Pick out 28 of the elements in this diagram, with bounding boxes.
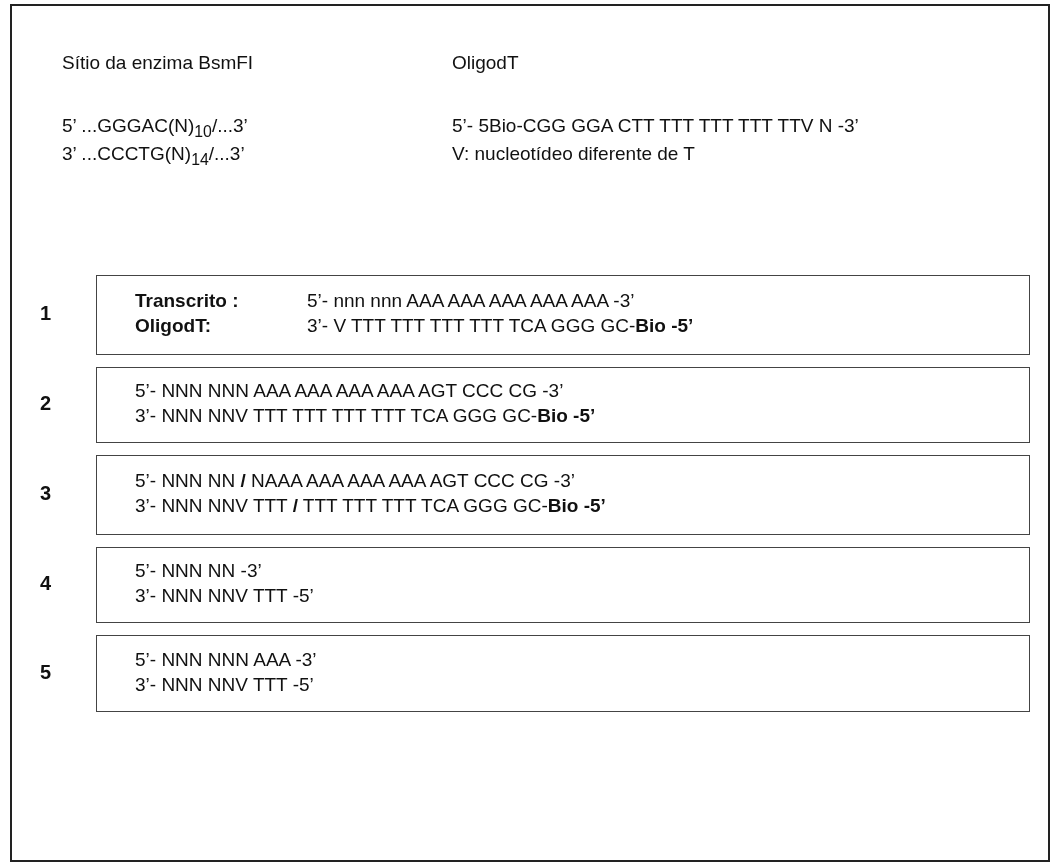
step-box [96, 367, 1030, 443]
sequence-text: 5’- nnn nnn AAA AAA AAA AAA AAA -3’ [307, 290, 635, 312]
step-box [96, 275, 1030, 355]
step-number: 5 [40, 660, 52, 684]
sequence-text: 5’- NNN NN / NAAA AAA AAA AAA AGT CCC CG -3’ [135, 470, 575, 492]
row-label: OligodT: [135, 315, 211, 337]
heading-text: Sítio da enzima BsmFI [62, 52, 254, 74]
sequence-text: 3’ ...CCCTG(N)$_{14}$/...3’ [62, 143, 245, 169]
step-number: 3 [40, 482, 52, 505]
sequence-text: 5’- 5Bio-CGG GGA CTT TTT TTT TTT TTV N -3’ [452, 115, 859, 137]
step-box [96, 547, 1030, 623]
step-number: 4 [40, 572, 52, 595]
step-box [96, 455, 1030, 535]
sequence-text: 3’- NNN NNV TTT -5’ [135, 585, 314, 607]
note-text: V: nucleotídeo diferente de T [452, 143, 695, 165]
row-label: Transcrito : [135, 290, 239, 312]
sequence-text: 3’- NNN NNV TTT -5’ [135, 673, 314, 696]
sequence-text: 3’- NNN NNV TTT TTT TTT TTT TCA GGG GC-Bio -5’ [135, 405, 596, 427]
sequence-text: 3’- NNN NNV TTT / TTT TTT TTT TCA GGG GC-Bio -5’ [135, 495, 606, 517]
sequence-text: 3’- V TTT TTT TTT TTT TCA GGG GC-Bio -5’ [307, 315, 694, 337]
heading-text: OligodT [452, 52, 519, 74]
sequence-text: 5’ ...GGGAC(N)$_{10}$/...3’ [62, 115, 248, 141]
sequence-text: 5’- NNN NN -3’ [135, 560, 262, 582]
sequence-text: 5’- NNN NNN AAA AAA AAA AAA AGT CCC CG -3’ [135, 380, 564, 402]
step-box [96, 635, 1030, 712]
step-number: 1 [40, 302, 52, 325]
step-number: 2 [40, 392, 52, 415]
sequence-text: 5’- NNN NNN AAA -3’ [135, 648, 317, 671]
